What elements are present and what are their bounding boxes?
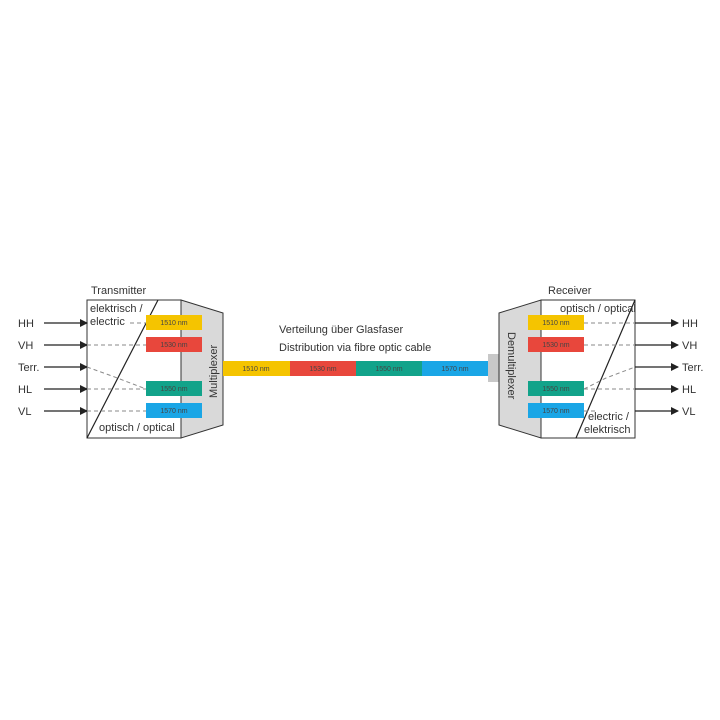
transmitter-electric-label-1: elektrisch /	[90, 303, 144, 315]
receiver-diagonal	[575, 299, 636, 439]
tx-chip-1570-label: 1570 nm	[160, 408, 187, 415]
fibre-band-1550-label: 1550 nm	[375, 366, 402, 373]
tx-chip-1550-label: 1550 nm	[160, 386, 187, 393]
distribution-text-de: Verteilung über Glasfaser	[279, 324, 403, 336]
rx-chip-1510-label: 1510 nm	[542, 320, 569, 327]
rx-route-terr	[583, 366, 636, 390]
output-label-hl: HL	[682, 384, 696, 396]
receiver-title: Receiver	[548, 285, 592, 297]
receiver-electric-label-1: electric /	[588, 411, 630, 423]
distribution-text-en: Distribution via fibre optic cable	[279, 342, 431, 354]
fibre-band-1570-label: 1570 nm	[441, 366, 468, 373]
rx-chip-1530-label: 1530 nm	[542, 342, 569, 349]
rx-chip-1530	[528, 337, 584, 352]
tx-chip-1570	[146, 403, 202, 418]
fibre-band-1510	[223, 361, 290, 376]
input-label-vh: VH	[18, 340, 33, 352]
tx-chip-1510-label: 1510 nm	[160, 320, 187, 327]
fibre-band-1530	[290, 361, 356, 376]
output-label-vh: VH	[682, 340, 697, 352]
tx-chip-1530	[146, 337, 202, 352]
rx-chip-1550	[528, 381, 584, 396]
input-label-vl: VL	[18, 406, 31, 418]
output-label-vl: VL	[682, 406, 695, 418]
tx-route-terr	[86, 366, 147, 390]
fibre-band-1510-label: 1510 nm	[242, 366, 269, 373]
tx-chip-1550	[146, 381, 202, 396]
multiplexer-label: Multiplexer	[208, 344, 220, 398]
input-label-terr: Terr.	[18, 362, 39, 374]
transmitter-electric-label-2: electric	[90, 316, 125, 328]
rx-chip-1570-label: 1570 nm	[542, 408, 569, 415]
fibre-band-1570	[422, 361, 488, 376]
tx-chip-1510	[146, 315, 202, 330]
input-label-hh: HH	[18, 318, 34, 330]
transmitter-optical-label: optisch / optical	[99, 422, 175, 434]
rx-chip-1570	[528, 403, 584, 418]
fibre-band-1550	[356, 361, 422, 376]
rx-chip-1550-label: 1550 nm	[542, 386, 569, 393]
receiver-electric-label-2: elektrisch	[584, 424, 630, 436]
output-label-terr: Terr.	[682, 362, 703, 374]
transmitter-title: Transmitter	[91, 285, 147, 297]
output-label-hh: HH	[682, 318, 698, 330]
demultiplexer-label: Demultiplexer	[505, 332, 517, 400]
receiver-optical-label: optisch / optical	[560, 303, 636, 315]
rx-chip-1510	[528, 315, 584, 330]
tx-chip-1530-label: 1530 nm	[160, 342, 187, 349]
fibre-band-1530-label: 1530 nm	[309, 366, 336, 373]
input-label-hl: HL	[18, 384, 32, 396]
